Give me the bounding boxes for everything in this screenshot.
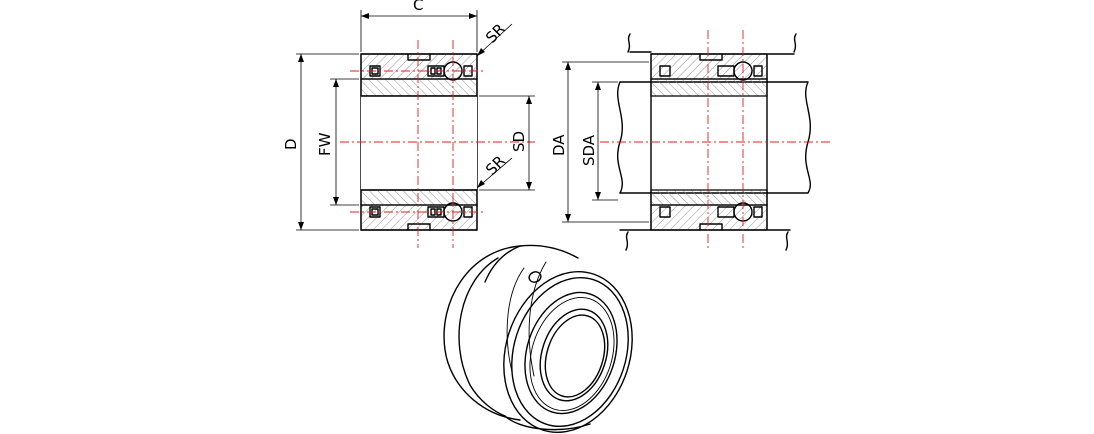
bearing-section-view <box>340 40 535 248</box>
mounted-assembly-view <box>600 30 830 251</box>
label-da: DA <box>550 134 568 156</box>
bearing-isometric-view <box>443 244 633 434</box>
label-c: C <box>413 0 423 14</box>
inner-bore <box>539 308 609 402</box>
label-sda: SDA <box>580 134 598 166</box>
dimension-fw: FW <box>316 78 359 206</box>
dimension-d: D <box>282 53 359 231</box>
outer-ring-bottom <box>360 204 478 231</box>
label-sr-top: SR <box>482 20 509 47</box>
sr-leader-bottom: SR <box>476 152 513 189</box>
inner-ring-bottom <box>360 189 478 206</box>
label-sr-bottom: SR <box>482 152 509 179</box>
inner-ring-top <box>360 78 478 97</box>
dimension-da: DA <box>550 61 649 223</box>
dimension-sd: SD <box>479 95 535 191</box>
dimension-sda: SDA <box>580 81 618 201</box>
label-fw: FW <box>316 132 334 156</box>
label-sd: SD <box>510 131 528 152</box>
outer-face <box>503 270 633 434</box>
dimension-c: C <box>360 0 478 52</box>
sr-leader-top: SR <box>476 20 513 57</box>
label-d: D <box>282 138 300 150</box>
